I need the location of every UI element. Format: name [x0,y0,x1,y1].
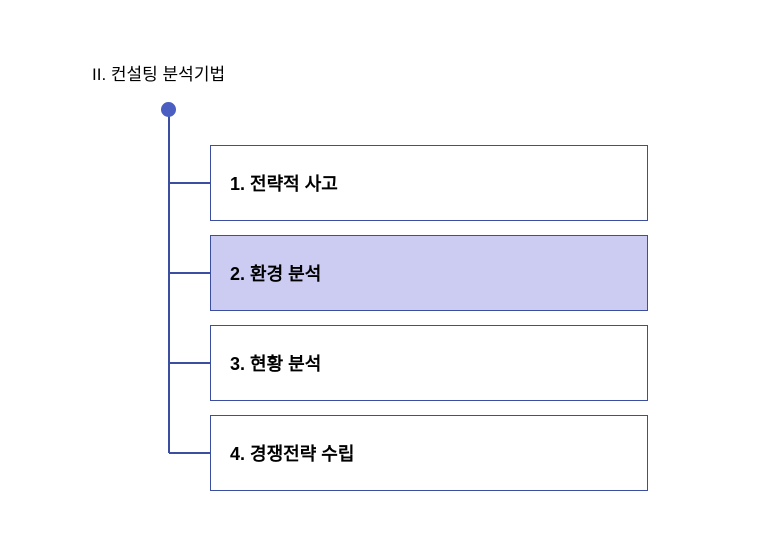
agenda-item-2-label: 2. 환경 분석 [230,264,322,284]
branch-connector-2 [169,272,219,274]
agenda-item-4[interactable]: 4. 경쟁전략 수립 [210,415,648,491]
agenda-item-2[interactable]: 2. 환경 분석 [210,235,648,311]
agenda-item-3-label: 3. 현황 분석 [230,354,322,374]
page-title: II. 컨설팅 분석기법 [92,65,226,84]
agenda-item-4-label: 4. 경쟁전략 수립 [230,444,355,464]
trunk-connector-line [168,108,170,453]
branch-connector-3 [169,362,219,364]
branch-connector-4 [169,452,219,454]
agenda-item-3[interactable]: 3. 현황 분석 [210,325,648,401]
branch-connector-1 [169,182,219,184]
agenda-item-1[interactable]: 1. 전략적 사고 [210,145,648,221]
trunk-node-dot [161,102,176,117]
agenda-item-1-label: 1. 전략적 사고 [230,174,338,194]
